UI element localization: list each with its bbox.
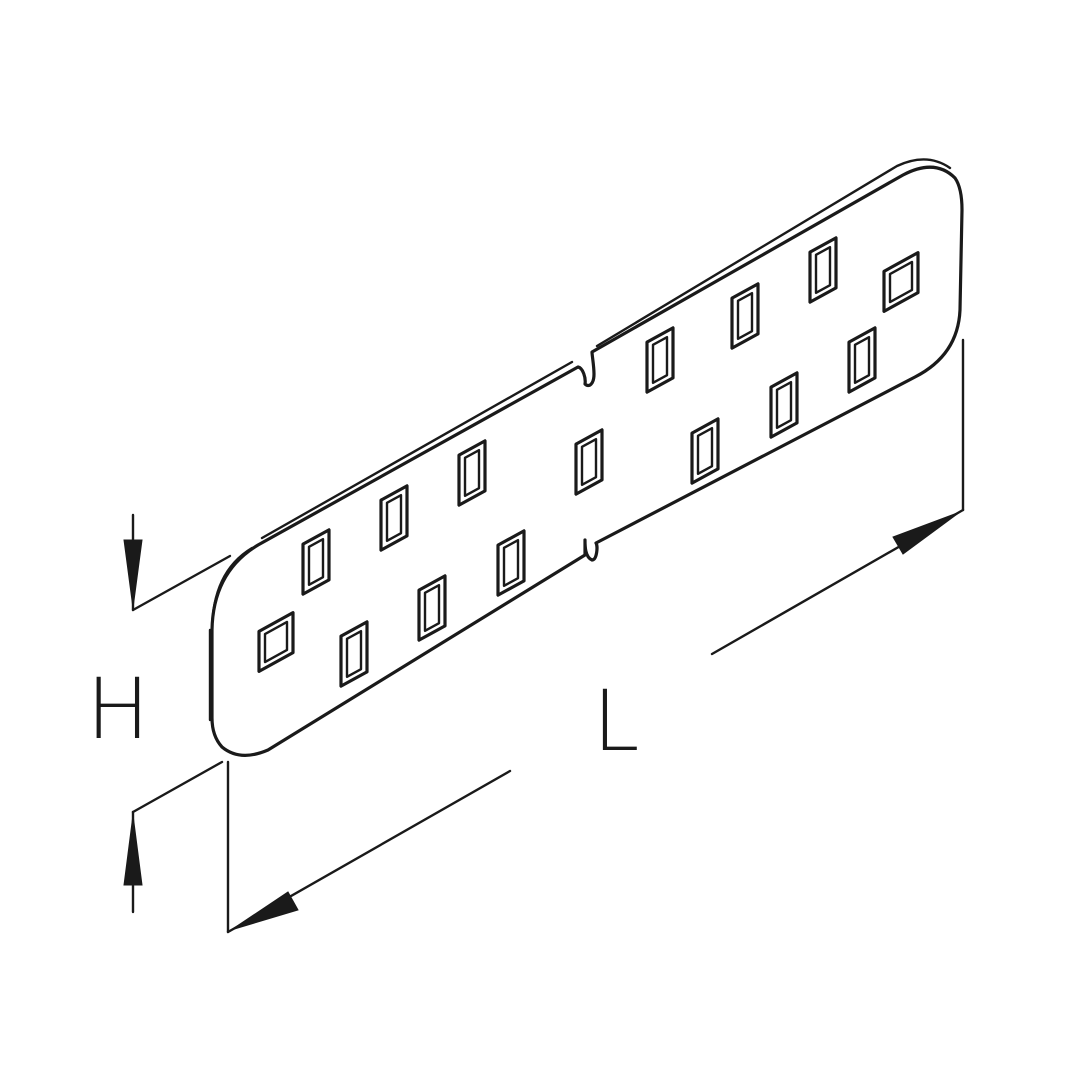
slot-hole xyxy=(417,574,447,642)
slot-hole xyxy=(645,326,675,394)
l-arrow-left-head xyxy=(230,891,299,931)
slot-hole xyxy=(730,282,760,350)
slot-hole-inner-edge xyxy=(423,583,441,633)
slot-hole xyxy=(882,251,920,313)
slot-hole-inner-edge xyxy=(736,291,754,341)
slot-holes xyxy=(257,236,920,688)
plate-body xyxy=(208,158,964,757)
slot-hole-inner-edge xyxy=(263,620,289,664)
slot-hole-inner-edge xyxy=(888,260,914,304)
slot-hole-inner-edge xyxy=(775,380,793,430)
slot-hole-inner-edge xyxy=(580,437,598,487)
h-arrow-bottom-head xyxy=(123,814,143,886)
slot-hole xyxy=(339,620,369,688)
slot-hole xyxy=(379,484,409,552)
slot-hole-inner-edge xyxy=(502,538,520,588)
slot-hole-inner-edge xyxy=(696,426,714,476)
slot-hole xyxy=(808,236,838,304)
slot-hole-inner-edge xyxy=(307,537,325,587)
slot-hole-inner-edge xyxy=(814,245,832,295)
length-dimension: L xyxy=(226,338,965,934)
h-extension-line-bottom xyxy=(131,760,224,814)
h-arrow-top-head xyxy=(123,539,143,609)
slot-hole-inner-edge xyxy=(463,448,481,498)
slot-hole xyxy=(457,439,487,507)
slot-hole xyxy=(847,326,877,394)
height-label: H xyxy=(86,660,149,758)
slot-hole-inner-edge xyxy=(385,493,403,543)
h-extension-line-top xyxy=(131,554,232,612)
plate-left-edge-thickness xyxy=(210,546,254,634)
plate-top-edge-thickness xyxy=(260,158,952,540)
slot-hole xyxy=(496,529,526,597)
slot-hole-inner-edge xyxy=(853,335,871,385)
slot-hole xyxy=(769,371,799,439)
height-dimension: H xyxy=(86,513,232,914)
slot-hole xyxy=(257,611,295,673)
plate-outline xyxy=(210,165,964,757)
slot-hole xyxy=(301,528,331,596)
slot-hole-inner-edge xyxy=(345,629,363,679)
length-label: L xyxy=(593,672,640,770)
slot-hole xyxy=(690,417,720,485)
slot-hole-inner-edge xyxy=(651,335,669,385)
l-arrow-right-head xyxy=(892,511,961,555)
slot-hole xyxy=(574,428,604,496)
